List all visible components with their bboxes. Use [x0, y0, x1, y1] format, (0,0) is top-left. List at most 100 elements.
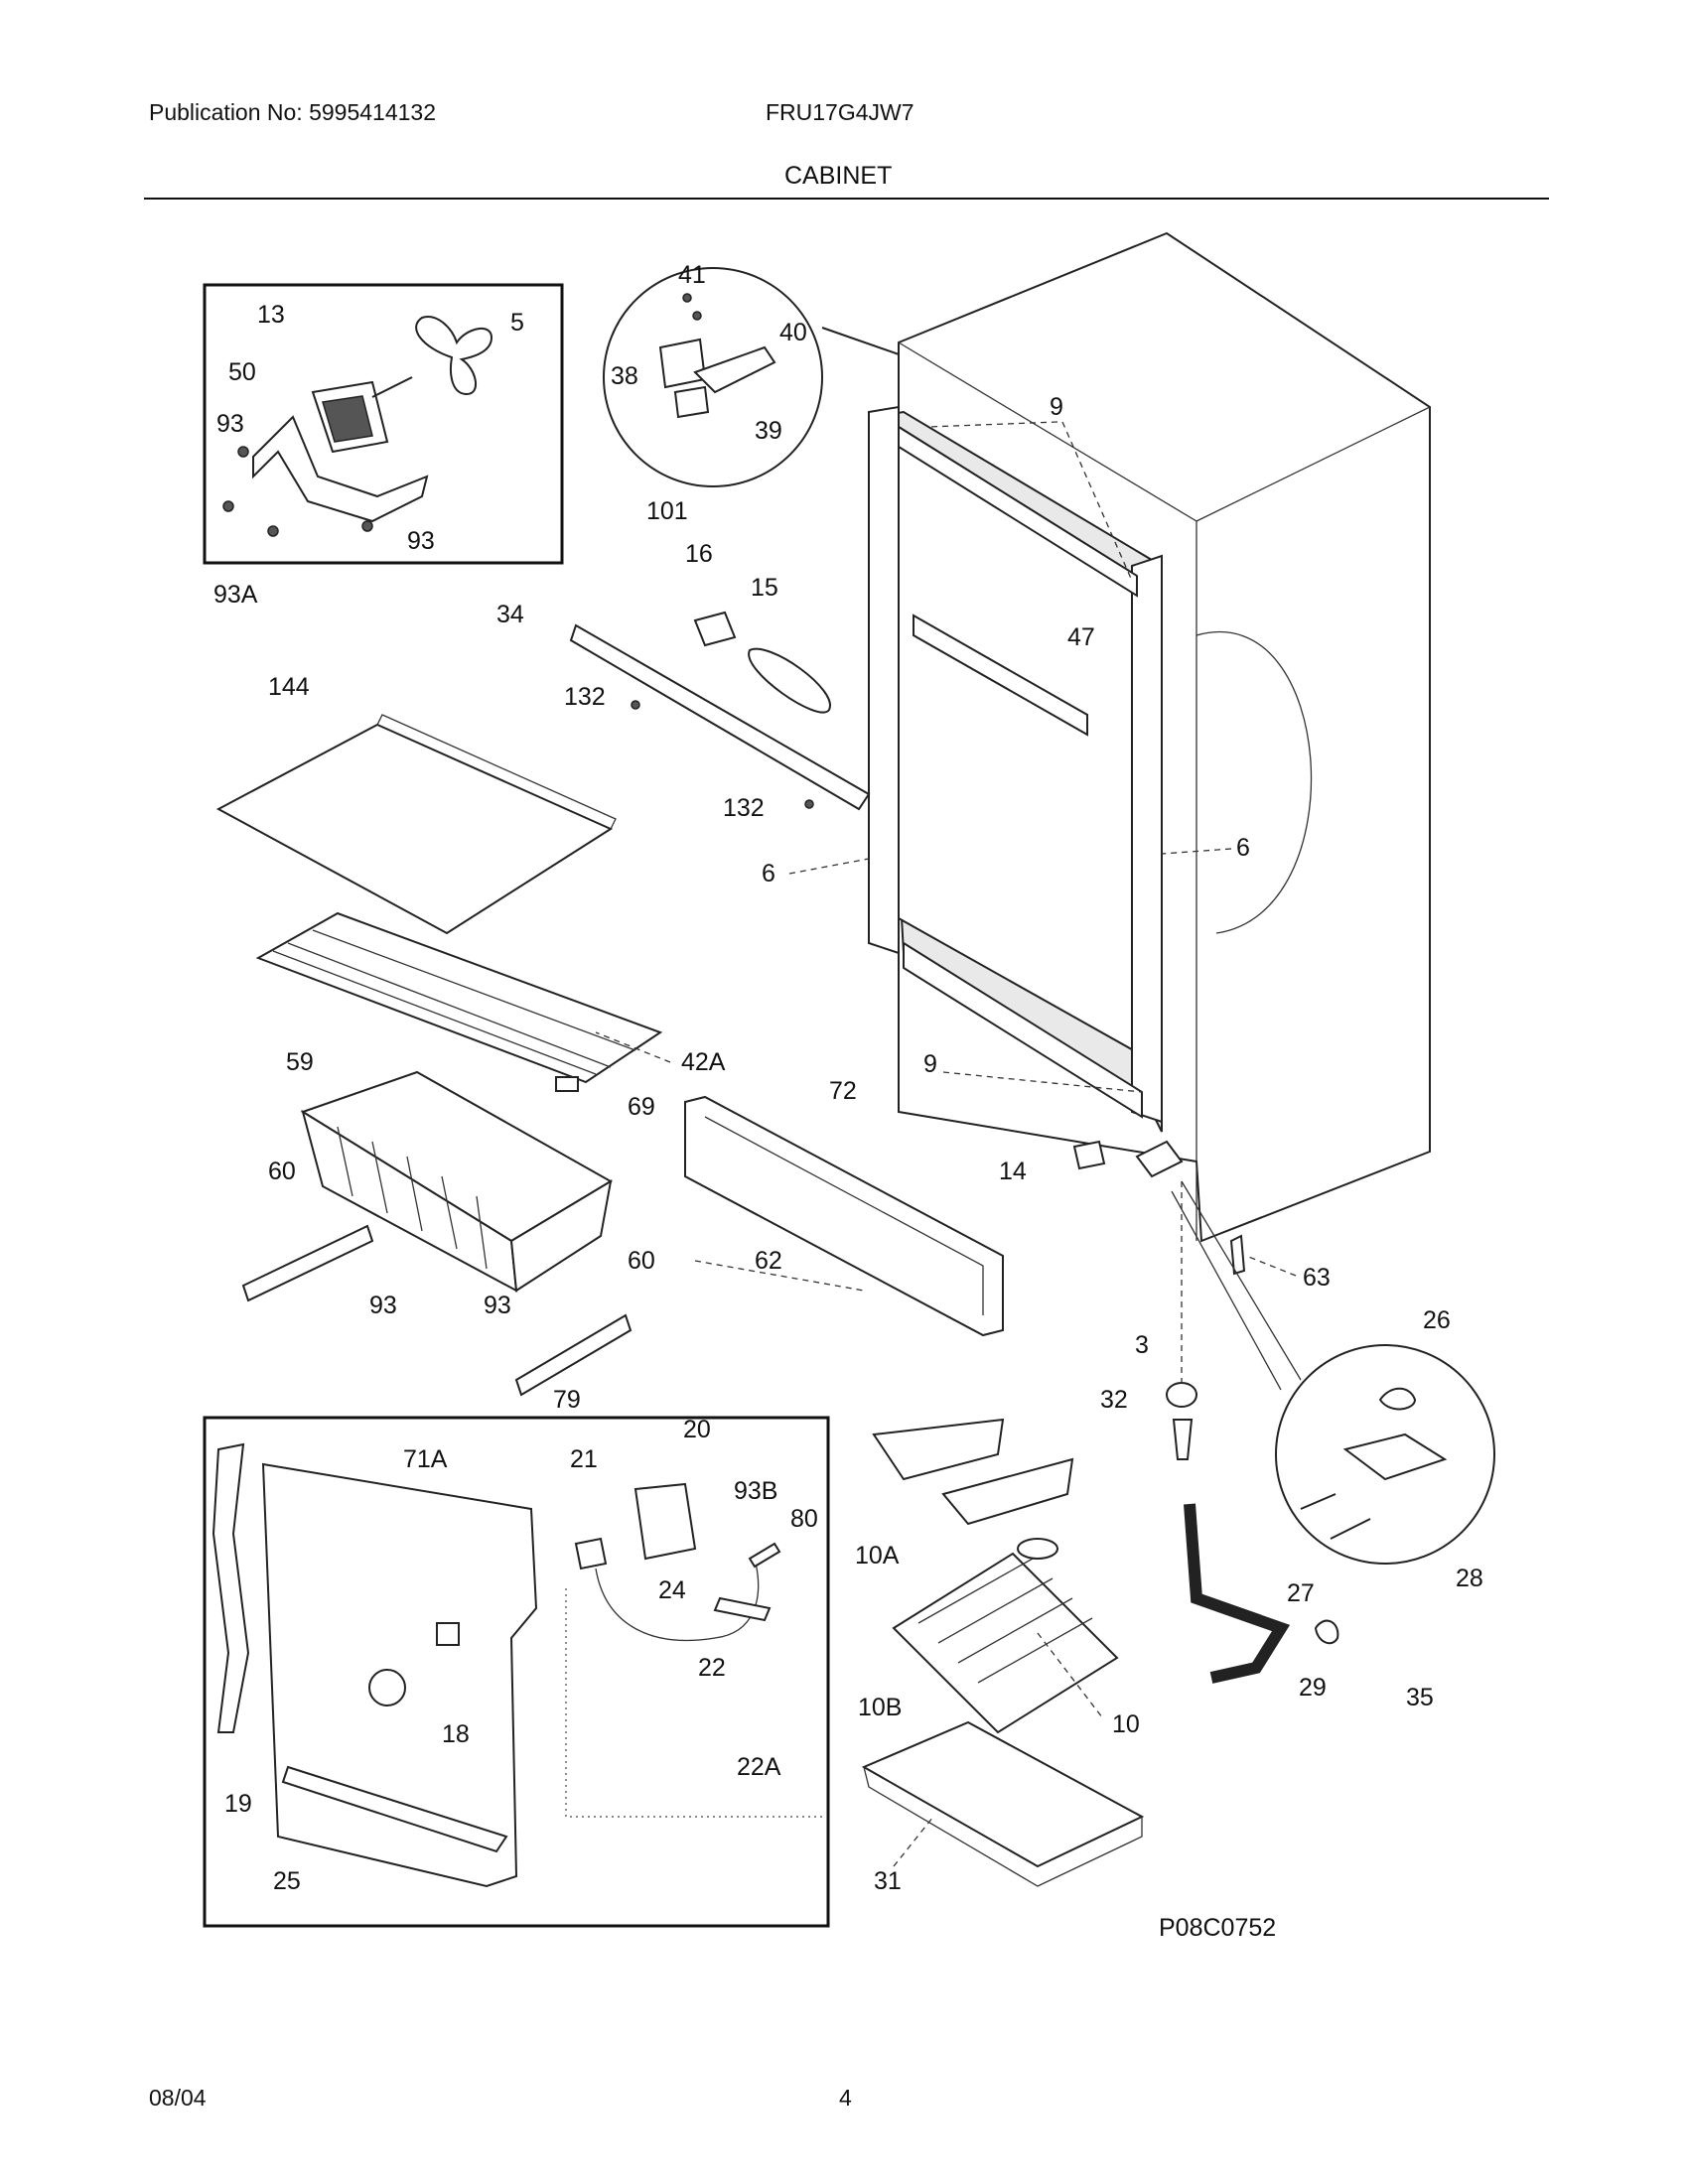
gasket-bottom-shape: [903, 941, 1143, 1119]
callout-21: 21: [570, 1445, 598, 1473]
callout-16: 16: [685, 540, 713, 568]
drain-parts: [1166, 1181, 1339, 1684]
model-number: FRU17G4JW7: [766, 99, 914, 125]
callout-19: 19: [224, 1790, 252, 1818]
bumper-shape: [555, 1076, 579, 1092]
callout-14: 14: [999, 1158, 1027, 1185]
screw-icon: [222, 500, 234, 512]
section-title: CABINET: [784, 162, 893, 190]
plug-shape: [1166, 1382, 1197, 1408]
callout-9-top: 9: [1050, 393, 1063, 421]
toe-grille-inner: [704, 1116, 984, 1315]
callout-93: 93: [407, 527, 435, 555]
fan-shaft: [371, 376, 413, 398]
callout-22a: 22A: [737, 1753, 781, 1781]
publication-number: Publication No: 5995414132: [149, 99, 437, 125]
callout-15: 15: [751, 574, 778, 602]
callout-28: 28: [1456, 1565, 1483, 1592]
cabinet-top-edge: [1196, 406, 1431, 522]
leader-lines: [595, 421, 1297, 1867]
callout-41: 41: [678, 261, 706, 289]
fan-motor-core: [322, 395, 373, 443]
drain-pan-shape: [861, 1720, 1145, 1868]
callout-39: 39: [755, 417, 782, 445]
cap-35-shape: [1314, 1619, 1339, 1645]
callout-69: 69: [628, 1093, 655, 1121]
cabinet-body: [868, 231, 1431, 1243]
callout-18: 18: [442, 1720, 470, 1748]
leader: [1161, 848, 1232, 855]
callout-31: 31: [874, 1867, 902, 1895]
detail-leader-2: [1171, 1190, 1282, 1391]
callout-63: 63: [1303, 1264, 1331, 1292]
wire-shelf-wires: [272, 929, 636, 1075]
leader: [1037, 1632, 1103, 1718]
knob-shape: [368, 1669, 406, 1706]
trim-25-shape: [281, 1765, 508, 1853]
screw-icon: [682, 293, 692, 303]
solid-shelf-lip: [376, 714, 617, 830]
callout-101: 101: [646, 497, 688, 525]
screw-28-shape: [1330, 1518, 1371, 1540]
fan-bracket-shape: [252, 415, 429, 523]
drain-19-shape: [211, 1442, 250, 1733]
drain-pan-side: [863, 1766, 1143, 1887]
leader: [942, 1071, 1143, 1093]
bottom-hinge-shape: [1135, 1140, 1184, 1178]
leader: [788, 858, 870, 875]
callout-9-bottom: 9: [923, 1050, 937, 1078]
diagram-code: P08C0752: [1159, 1914, 1276, 1942]
callout-24: 24: [658, 1576, 686, 1604]
callout-93a: 93A: [213, 581, 258, 609]
breaker-strip-right-shape: [1131, 554, 1163, 1124]
toe-grille: [684, 1095, 1004, 1337]
wire-shelf: [255, 911, 663, 1084]
leader: [595, 1031, 671, 1063]
bracket-10a-upper: [872, 1418, 1005, 1481]
drain-hose-shape: [1184, 1503, 1291, 1684]
callout-71a: 71A: [403, 1445, 448, 1473]
screw-icon: [267, 525, 279, 537]
evaporator-loop: [1017, 1538, 1058, 1560]
leader: [893, 1816, 934, 1867]
screw-icon: [631, 700, 640, 710]
evaporator-inset: [203, 1416, 830, 1928]
callout-80: 80: [790, 1505, 818, 1533]
callout-79: 79: [553, 1386, 581, 1414]
bracket-80-shape: [748, 1542, 781, 1569]
callout-62: 62: [755, 1247, 782, 1275]
callout-20: 20: [683, 1416, 711, 1443]
callout-93b: 93B: [734, 1477, 777, 1505]
leader: [694, 1260, 865, 1292]
callout-10b: 10B: [858, 1694, 902, 1721]
toe-grille-shape: [684, 1095, 1004, 1337]
cabinet-back-curve: [1196, 631, 1313, 934]
screw-27-shape: [1300, 1493, 1336, 1510]
callout-34: 34: [496, 601, 524, 628]
basket: [300, 1070, 613, 1293]
light-bulb-shape: [748, 647, 831, 714]
callout-38: 38: [611, 362, 638, 390]
shelf-guide-shape: [913, 614, 1088, 737]
basket-end: [509, 1179, 613, 1293]
solid-shelf-shape: [215, 723, 614, 935]
hinge-bracket-shape: [693, 345, 776, 394]
callout-3: 3: [1135, 1331, 1149, 1359]
callout-93: 93: [216, 410, 244, 438]
evaporator-coils: [917, 1558, 1093, 1684]
fan-motor-inset: [203, 283, 564, 565]
callout-22: 22: [698, 1654, 726, 1682]
solid-shelf: [215, 714, 617, 935]
callout-6-right: 6: [1236, 834, 1250, 862]
basket-rails: [241, 1224, 633, 1397]
header-rule: [144, 198, 1549, 200]
callout-132-b: 132: [723, 794, 765, 822]
breaker-strip-left-shape: [868, 405, 900, 955]
callout-6-left: 6: [762, 860, 775, 887]
bracket-10a-lower: [941, 1457, 1074, 1526]
bracket-cap-shape: [1378, 1387, 1417, 1411]
footer-page-number: 4: [839, 2085, 852, 2111]
callout-50: 50: [228, 358, 256, 386]
wire-shelf-shape: [255, 911, 663, 1084]
